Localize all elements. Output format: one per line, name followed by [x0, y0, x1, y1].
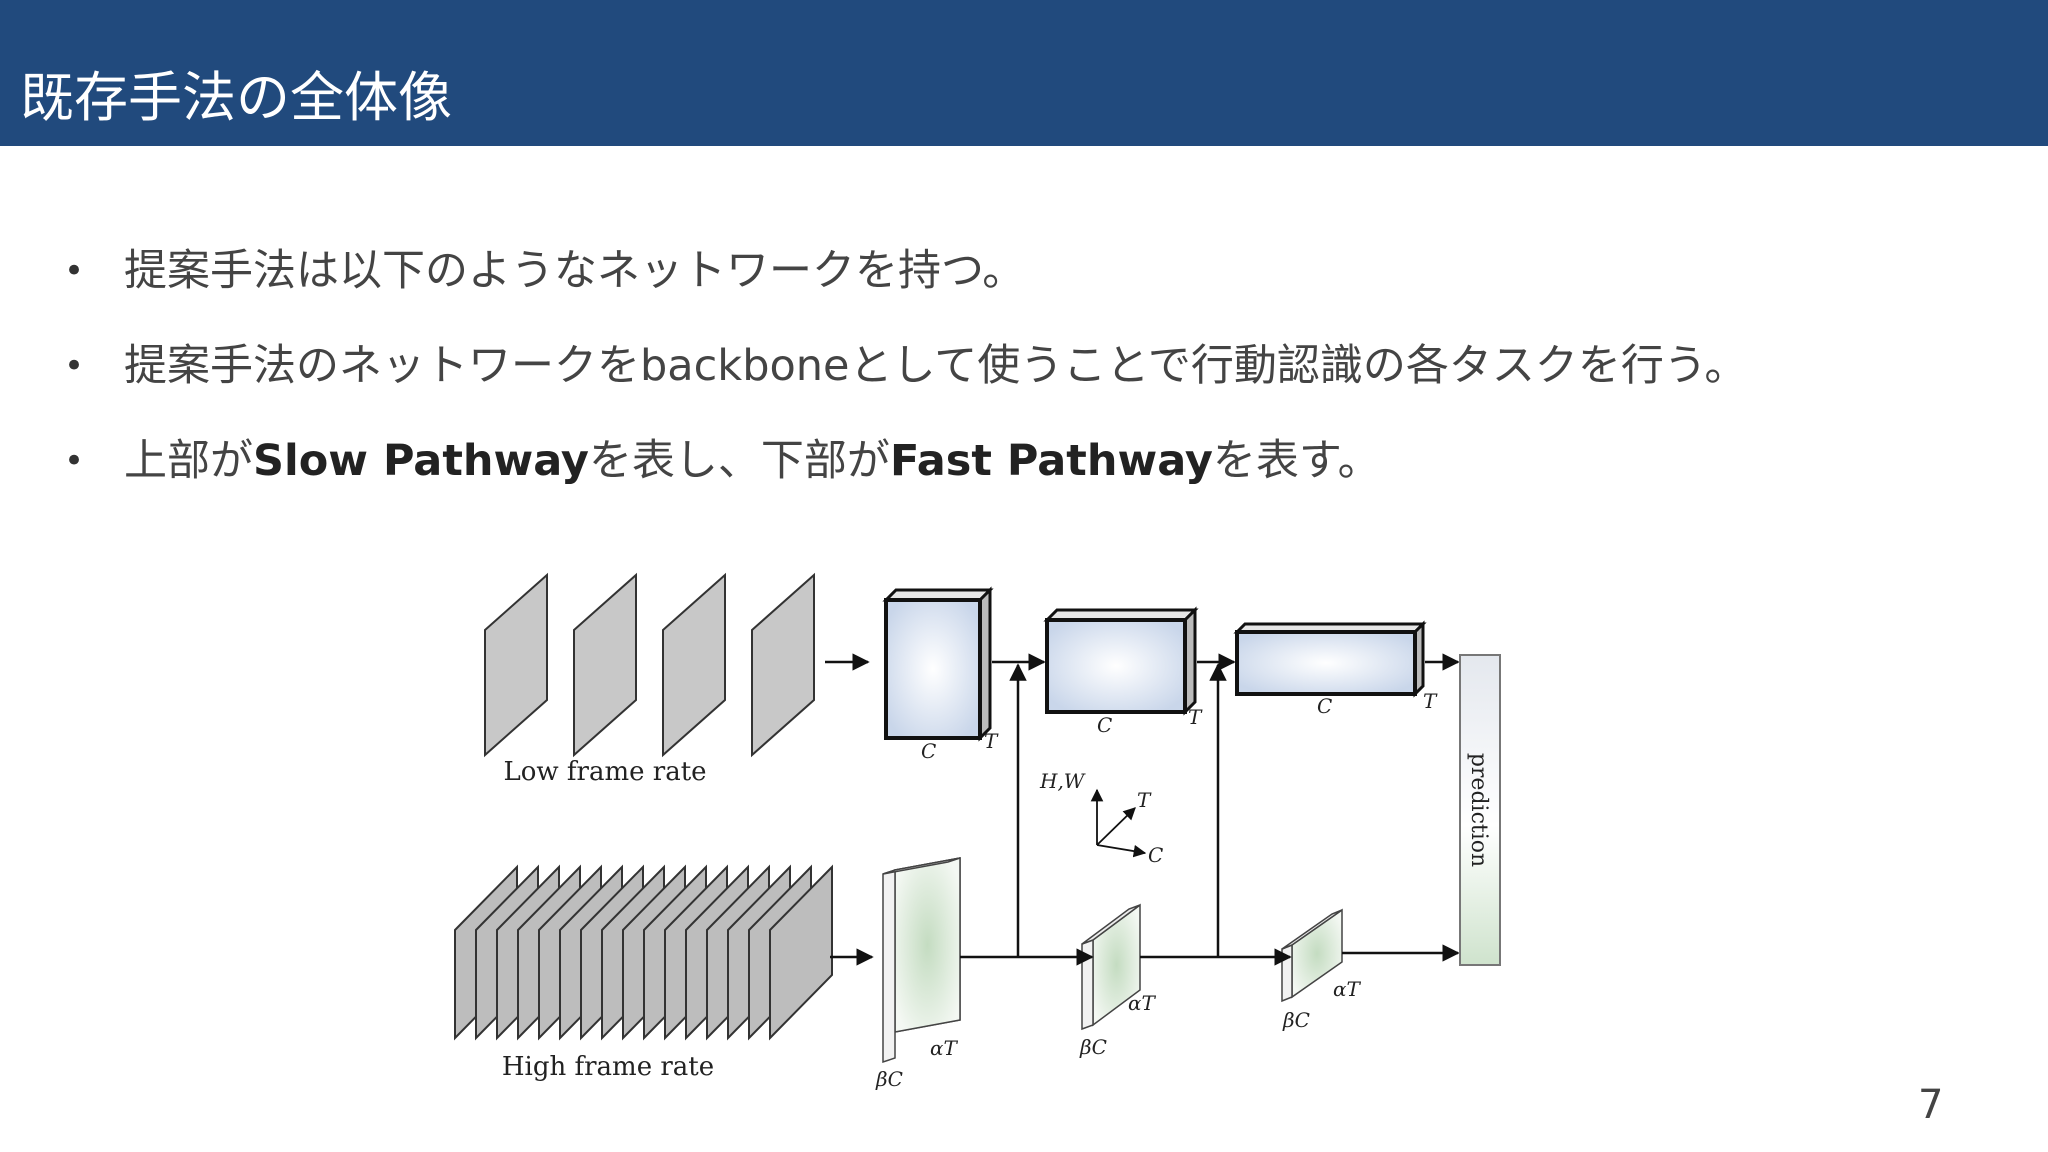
- fast-block-2: [1081, 903, 1141, 1031]
- low-frame-rate-label: Low frame rate: [503, 757, 706, 787]
- fast-block-3-c-label: βC: [1282, 1008, 1310, 1032]
- fast-block-2-t-label: αT: [1128, 991, 1157, 1015]
- bullet-dot-icon: •: [64, 441, 85, 481]
- slow-block-1-c-label: C: [921, 739, 936, 763]
- slide-title: 既存手法の全体像: [20, 66, 452, 129]
- fast-block-2-c-label: βC: [1079, 1035, 1107, 1059]
- bullet-item: • 提案手法のネットワークをbackboneとして使うことで行動認識の各タスクを…: [62, 335, 1747, 430]
- bullet-dot-icon: •: [64, 251, 85, 291]
- bullet-text: 提案手法のネットワークをbackboneとして使うことで行動認識の各タスクを行う…: [124, 341, 1748, 391]
- slow-block-2: [1043, 606, 1199, 716]
- slow-block-1: [882, 586, 994, 742]
- low-frame-rate-frames: [484, 572, 815, 758]
- slow-block-3-c-label: C: [1317, 694, 1332, 718]
- page-number: 7: [1918, 1082, 1944, 1128]
- bullet-list: • 提案手法は以下のようなネットワークを持つ。 • 提案手法のネットワークをba…: [62, 240, 1747, 525]
- prediction-bar: [1459, 654, 1501, 966]
- slow-block-1-t-label: T: [984, 729, 999, 753]
- bullet-dot-icon: •: [64, 346, 85, 386]
- bullet-item: • 提案手法は以下のようなネットワークを持つ。: [62, 240, 1747, 335]
- bullet-text: 提案手法は以下のようなネットワークを持つ。: [124, 246, 1026, 296]
- bullet-item: • 上部がSlow Pathwayを表し、下部がFast Pathwayを表す。: [62, 430, 1747, 525]
- fast-pathway-term: Fast Pathway: [889, 436, 1213, 486]
- slide-header: [0, 0, 2048, 146]
- high-frame-rate-label: High frame rate: [502, 1052, 714, 1082]
- axis-indicator: [1090, 788, 1147, 858]
- slow-block-2-t-label: T: [1188, 705, 1203, 729]
- slow-block-2-c-label: C: [1097, 713, 1112, 737]
- bullet-text-pre: 上部が: [124, 436, 253, 486]
- axis-hw-label: H,W: [1039, 769, 1086, 793]
- axis-c-label: C: [1148, 843, 1163, 867]
- fast-block-1: [882, 857, 961, 1064]
- slowfast-diagram: Low frame rate High frame rate: [440, 560, 1520, 1100]
- prediction-label: prediction: [1466, 753, 1491, 867]
- slow-block-3-t-label: T: [1423, 689, 1438, 713]
- fast-block-1-t-label: αT: [930, 1036, 959, 1060]
- fast-block-3-t-label: αT: [1333, 977, 1362, 1001]
- bullet-text-mid: を表し、下部が: [588, 436, 890, 486]
- fast-block-1-c-label: βC: [875, 1067, 903, 1091]
- slow-pathway-term: Slow Pathway: [253, 436, 589, 486]
- axis-t-label: T: [1137, 788, 1152, 812]
- slow-block-3: [1233, 620, 1427, 698]
- high-frame-rate-frames: [454, 864, 833, 1041]
- bullet-text-post: を表す。: [1212, 436, 1381, 486]
- fast-block-3: [1281, 908, 1343, 1003]
